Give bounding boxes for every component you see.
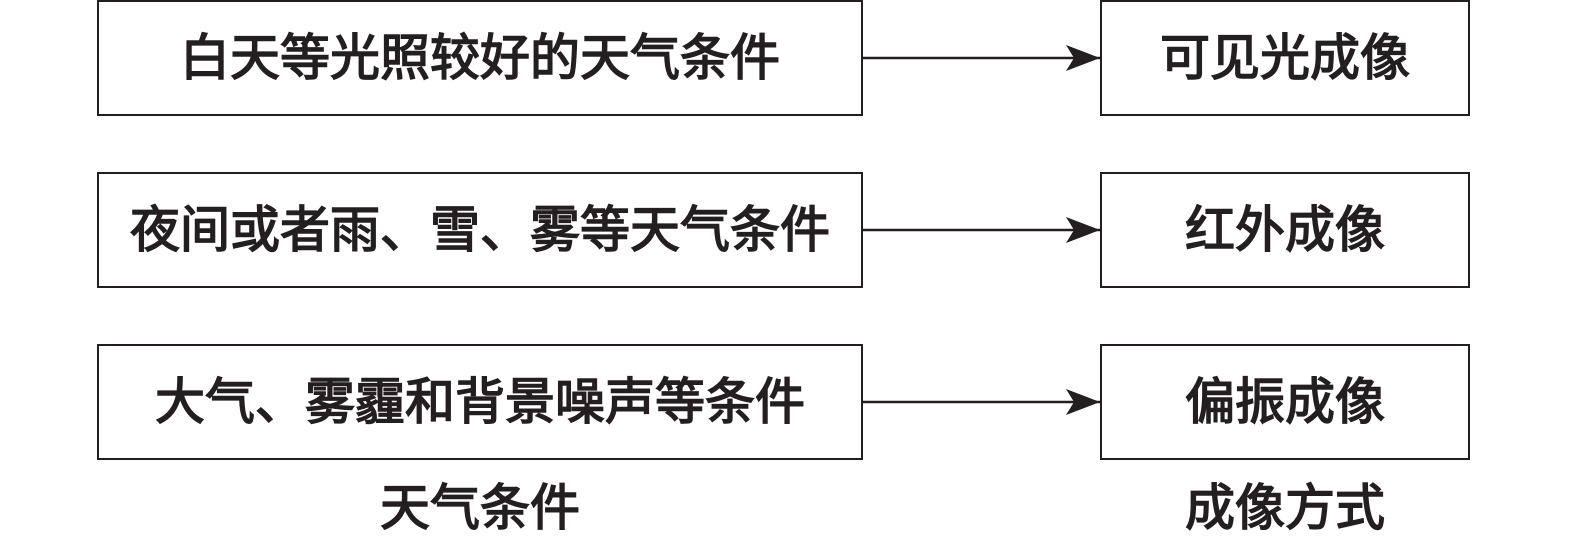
- condition-text-daylight: 白天等光照较好的天气条件: [180, 28, 780, 87]
- condition-text-haze-noise: 大气、雾霾和背景噪声等条件: [155, 372, 805, 431]
- column-label-weather-conditions: 天气条件: [380, 478, 580, 537]
- condition-box-haze-noise: 大气、雾霾和背景噪声等条件: [97, 344, 863, 460]
- condition-box-night-weather: 夜间或者雨、雪、雾等天气条件: [97, 172, 863, 288]
- condition-text-night-weather: 夜间或者雨、雪、雾等天气条件: [130, 200, 830, 259]
- imaging-text-visible: 可见光成像: [1160, 28, 1410, 87]
- condition-box-daylight: 白天等光照较好的天气条件: [97, 0, 863, 116]
- imaging-box-infrared: 红外成像: [1100, 172, 1470, 288]
- imaging-text-infrared: 红外成像: [1185, 200, 1385, 259]
- column-label-imaging-modes: 成像方式: [1185, 478, 1385, 537]
- imaging-box-polarization: 偏振成像: [1100, 344, 1470, 460]
- imaging-box-visible: 可见光成像: [1100, 0, 1470, 116]
- imaging-text-polarization: 偏振成像: [1185, 372, 1385, 431]
